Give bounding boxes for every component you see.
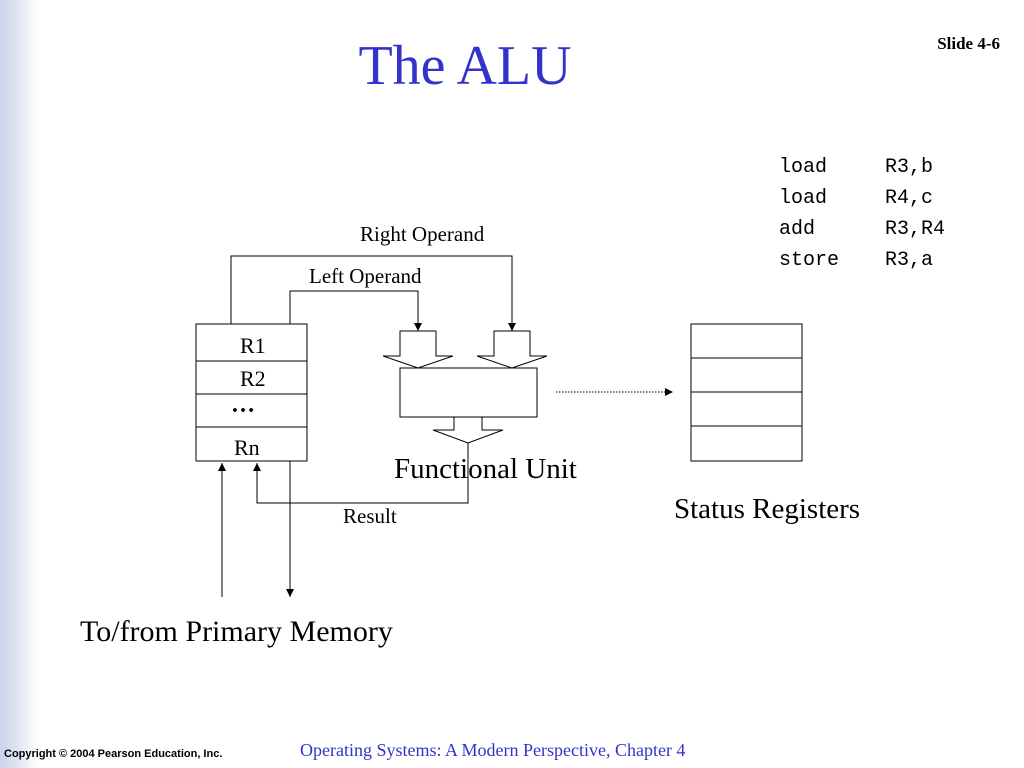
- register-file: [195, 323, 308, 462]
- copyright-notice: Copyright © 2004 Pearson Education, Inc.: [4, 748, 223, 760]
- register-file-box: [195, 323, 308, 462]
- memory-label: To/from Primary Memory: [80, 615, 393, 648]
- code-line: store R3,a: [779, 245, 945, 276]
- status-registers-label: Status Registers: [674, 493, 861, 525]
- right-operand-path: [230, 255, 516, 331]
- register-ellipsis-label: …: [231, 392, 255, 418]
- code-operands: R4,c: [885, 187, 934, 210]
- code-line: load R4,c: [779, 183, 945, 214]
- status-registers: [690, 323, 803, 462]
- right-operand-label: Right Operand: [360, 222, 485, 246]
- code-operands: R3,a: [885, 249, 934, 272]
- code-opcode: load: [779, 187, 828, 210]
- register-rn-label: Rn: [234, 435, 260, 460]
- code-line: add R3,R4: [779, 214, 945, 245]
- code-line: load R3,b: [779, 152, 945, 183]
- functional-unit: [382, 330, 548, 444]
- functional-unit-label: Functional Unit: [394, 453, 577, 485]
- code-operands: R3,b: [885, 156, 934, 179]
- right-input-arrow: [476, 330, 548, 369]
- register-r2-label: R2: [240, 366, 266, 391]
- slide-side-gradient: [0, 0, 38, 768]
- result-label: Result: [343, 504, 397, 528]
- code-operands: R3,R4: [885, 218, 946, 241]
- result-path: [253, 443, 469, 504]
- output-arrow: [432, 416, 504, 444]
- chapter-footer: Operating Systems: A Modern Perspective,…: [300, 740, 686, 760]
- functional-unit-box: [399, 367, 538, 418]
- code-opcode: add: [779, 218, 816, 241]
- slide-number: Slide 4-6: [937, 34, 1000, 53]
- code-opcode: load: [779, 156, 828, 179]
- code-opcode: store: [779, 249, 840, 272]
- left-operand-path: [289, 290, 422, 331]
- left-operand-label: Left Operand: [309, 264, 422, 288]
- slide-title: The ALU: [358, 35, 572, 97]
- register-r1-label: R1: [240, 333, 266, 358]
- left-input-arrow: [382, 330, 454, 369]
